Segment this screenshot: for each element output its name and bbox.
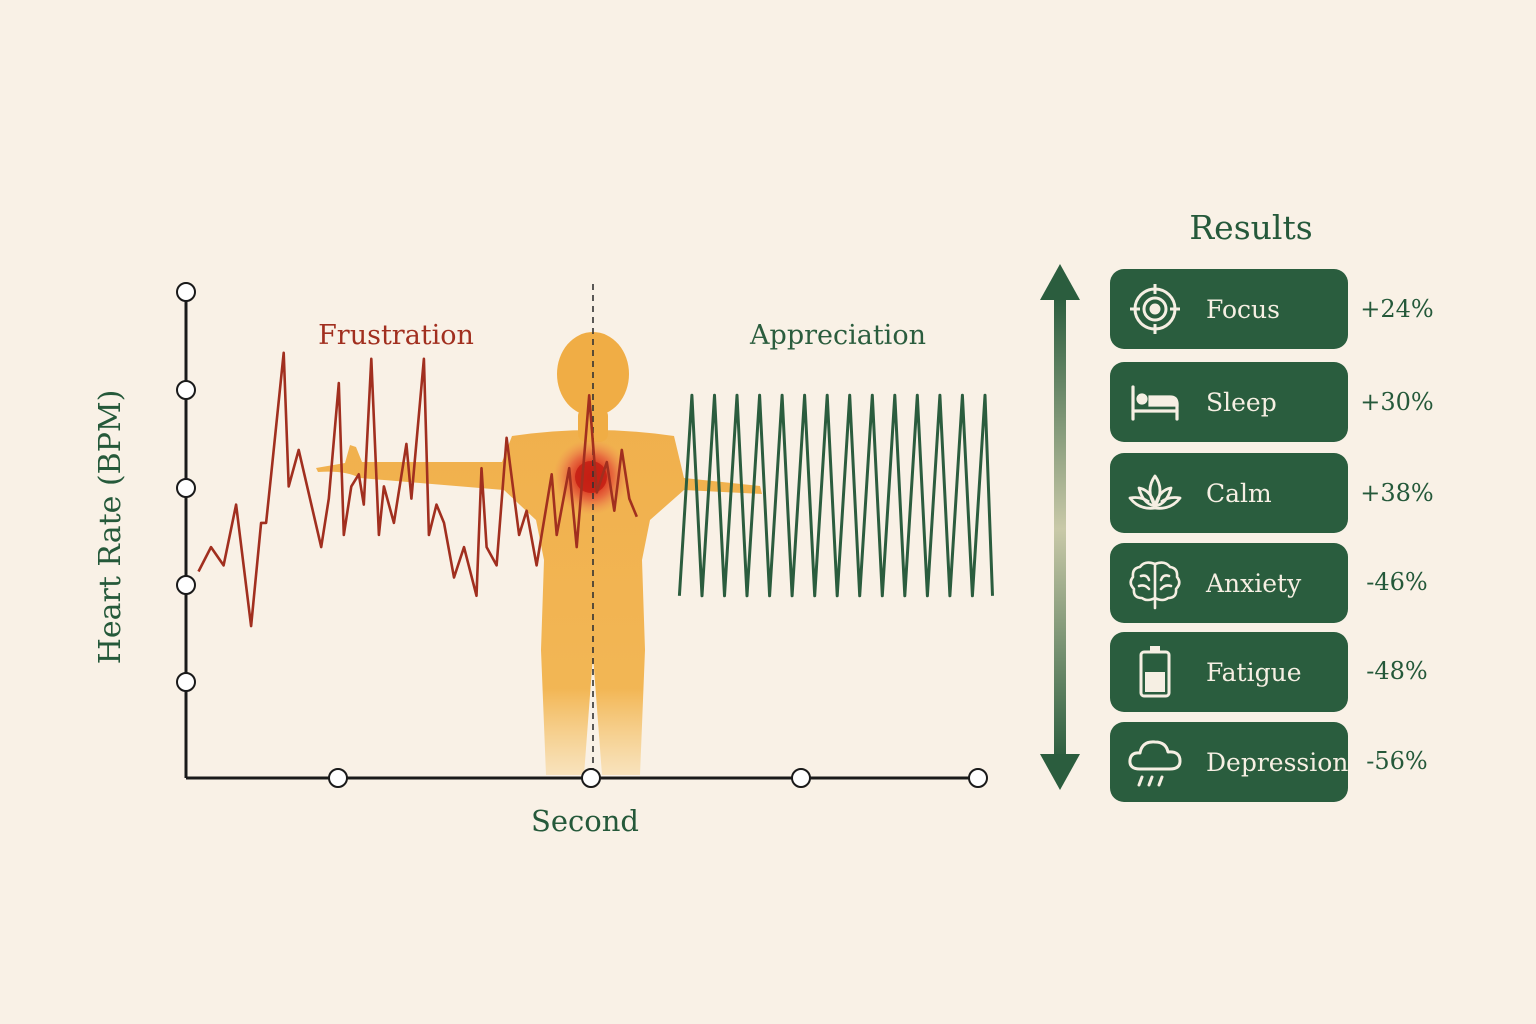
result-card-anxiety: Anxiety [1110, 543, 1348, 623]
battery-icon [1126, 643, 1184, 701]
x-axis-marker [968, 768, 988, 788]
result-card-focus: Focus [1110, 269, 1348, 349]
y-axis-marker [176, 380, 196, 400]
rain-cloud-icon [1126, 733, 1184, 791]
x-axis-marker [791, 768, 811, 788]
lotus-icon [1126, 464, 1184, 522]
result-value-focus: +24% [1360, 295, 1434, 323]
result-label-sleep: Sleep [1206, 387, 1277, 417]
result-card-depression: Depression [1110, 722, 1348, 802]
y-axis-label: Heart Rate (BPM) [93, 390, 128, 665]
result-label-depression: Depression [1206, 747, 1349, 777]
results-title: Results [1189, 208, 1313, 247]
x-axis-marker [328, 768, 348, 788]
appreciation-label: Appreciation [749, 320, 926, 351]
result-card-fatigue: Fatigue [1110, 632, 1348, 712]
result-label-focus: Focus [1206, 294, 1280, 324]
y-axis-marker [176, 575, 196, 595]
human-figure [316, 332, 762, 775]
x-axis-label: Second [531, 804, 639, 838]
result-value-fatigue: -48% [1366, 657, 1428, 685]
y-axis-marker [176, 282, 196, 302]
appreciation-series-line [677, 393, 994, 598]
result-card-calm: Calm [1110, 453, 1348, 533]
result-label-fatigue: Fatigue [1206, 657, 1302, 687]
x-axis-marker [581, 768, 601, 788]
frustration-label: Frustration [318, 320, 474, 351]
result-value-depression: -56% [1366, 747, 1428, 775]
result-label-anxiety: Anxiety [1206, 568, 1302, 598]
brain-icon [1126, 554, 1184, 612]
result-value-anxiety: -46% [1366, 568, 1428, 596]
target-icon [1126, 280, 1184, 338]
result-value-calm: +38% [1360, 479, 1434, 507]
y-axis-marker [176, 672, 196, 692]
scale-double-arrow [1040, 264, 1080, 790]
bed-icon [1126, 373, 1184, 431]
result-value-sleep: +30% [1360, 388, 1434, 416]
result-card-sleep: Sleep [1110, 362, 1348, 442]
result-label-calm: Calm [1206, 478, 1272, 508]
frustration-series-line [197, 351, 639, 628]
y-axis-marker [176, 478, 196, 498]
